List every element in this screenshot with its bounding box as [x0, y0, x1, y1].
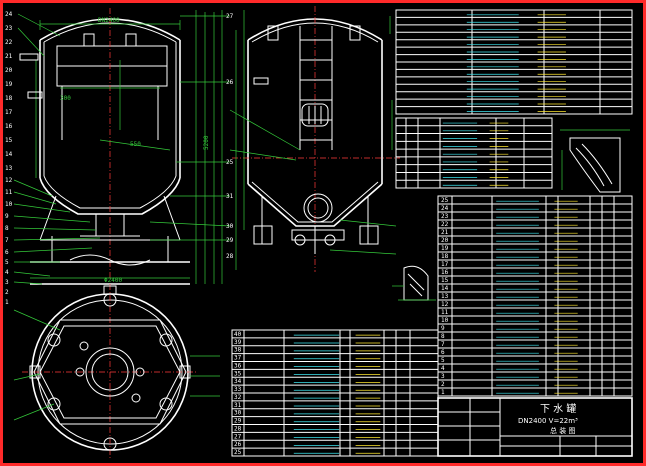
part-number: 25 — [234, 449, 242, 456]
part-number: 21 — [441, 229, 449, 236]
part-number: 36 — [234, 362, 242, 369]
part-number: 23 — [441, 213, 449, 220]
part-number: 22 — [441, 221, 449, 228]
part-number: 2 — [441, 381, 445, 388]
part-number: 34 — [234, 378, 242, 385]
callout-number: 26 — [226, 79, 234, 86]
part-number: 29 — [234, 418, 242, 425]
part-number: 14 — [441, 285, 449, 292]
part-number: 5 — [441, 357, 445, 364]
part-number: 33 — [234, 386, 242, 393]
part-number: 3 — [441, 373, 445, 380]
nozzle-table — [395, 117, 553, 189]
tech-spec-table — [395, 9, 633, 115]
part-number: 9 — [441, 325, 445, 332]
part-number: 37 — [234, 355, 242, 362]
part-number: 11 — [441, 309, 449, 316]
part-number: 18 — [441, 253, 449, 260]
part-number: 1 — [441, 389, 445, 396]
callout-number: 15 — [5, 137, 13, 144]
dim-height: 5200 — [203, 135, 210, 150]
callout-number: 8 — [5, 225, 9, 232]
callout-number: 20 — [5, 67, 13, 74]
callout-number: 6 — [5, 249, 9, 256]
part-number: 6 — [441, 349, 445, 356]
callout-number: 2 — [5, 289, 9, 296]
callout-number: 4 — [5, 269, 9, 276]
part-number: 25 — [441, 197, 449, 204]
part-number: 39 — [234, 339, 242, 346]
part-number: 31 — [234, 402, 242, 409]
part-number: 7 — [441, 341, 445, 348]
dim-b: 550 — [130, 141, 141, 148]
callouts-right: 27 26 25 31 30 29 28 — [226, 13, 234, 260]
callout-number: 31 — [226, 193, 234, 200]
callout-number: 12 — [5, 177, 13, 184]
callout-number: 7 — [5, 237, 9, 244]
callout-number: 21 — [5, 53, 13, 60]
part-number: 8 — [441, 333, 445, 340]
part-number: 19 — [441, 245, 449, 252]
title-name: 下 水 罐 — [540, 402, 576, 415]
callout-number: 16 — [5, 123, 13, 130]
callout-number: 27 — [226, 13, 234, 20]
callout-number: 5 — [5, 259, 9, 266]
parts-list-right: 2524232221201918171615141312111098765432… — [437, 195, 633, 397]
callout-number: 24 — [5, 11, 13, 18]
callout-number: 3 — [5, 279, 9, 286]
part-number: 10 — [441, 317, 449, 324]
callout-number: 11 — [5, 189, 13, 196]
part-number: 16 — [441, 269, 449, 276]
weld-detail — [392, 265, 436, 301]
title-block — [437, 397, 633, 457]
part-number: 26 — [234, 441, 242, 448]
part-number: 24 — [441, 205, 449, 212]
part-number: 32 — [234, 394, 242, 401]
front-view-vessel — [13, 8, 231, 285]
callout-number: 13 — [5, 165, 13, 172]
part-number: 27 — [234, 433, 242, 440]
callout-number: 25 — [226, 159, 234, 166]
callout-number: 9 — [5, 213, 9, 220]
callout-number: 29 — [226, 237, 234, 244]
part-number: 20 — [441, 237, 449, 244]
side-view-vessel — [229, 6, 400, 272]
title-spec: DN2400 V=22m³ — [518, 417, 578, 425]
part-number: 4 — [441, 365, 445, 372]
part-number: 13 — [441, 293, 449, 300]
part-number: 38 — [234, 347, 242, 354]
part-number: 12 — [441, 301, 449, 308]
callout-number: 22 — [5, 39, 13, 46]
part-number: 28 — [234, 425, 242, 432]
part-number: 30 — [234, 410, 242, 417]
callout-number: 30 — [226, 223, 234, 230]
callout-number: 19 — [5, 81, 13, 88]
callout-number: 10 — [5, 201, 13, 208]
callout-number: 23 — [5, 25, 13, 32]
dim-base-front: Φ2400 — [104, 277, 122, 284]
callout-number: 17 — [5, 109, 13, 116]
callout-number: 14 — [5, 151, 13, 158]
dim-top-front: DN2400 — [98, 17, 120, 24]
callout-number: 1 — [5, 299, 9, 306]
callout-number: 28 — [226, 253, 234, 260]
title-sub: 总 装 图 — [550, 426, 575, 435]
callout-number: 18 — [5, 95, 13, 102]
top-view — [13, 284, 220, 460]
part-number: 35 — [234, 370, 242, 377]
flange-detail — [560, 129, 630, 197]
part-number: 15 — [441, 277, 449, 284]
part-number: 40 — [234, 331, 242, 338]
dim-a: 300 — [60, 95, 71, 102]
part-number: 17 — [441, 261, 449, 268]
